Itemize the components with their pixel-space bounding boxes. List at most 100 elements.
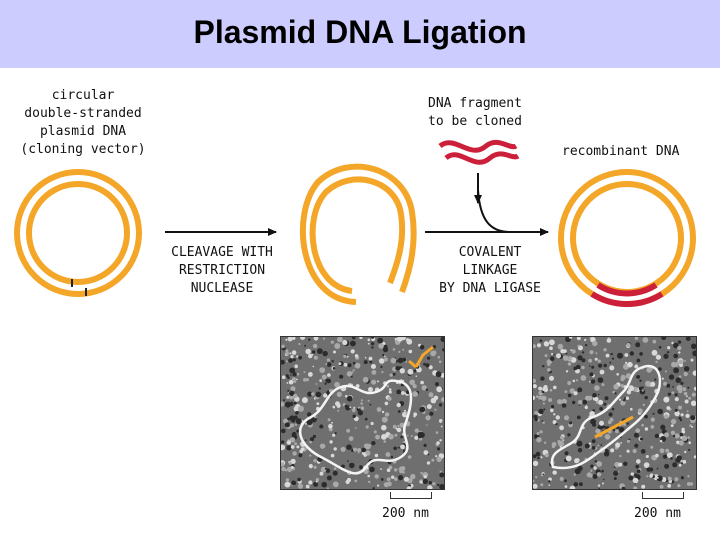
grain [564, 390, 568, 393]
grain [374, 474, 379, 479]
grain [557, 399, 563, 405]
grain [674, 408, 678, 412]
grain [636, 469, 641, 473]
grain [620, 377, 625, 382]
grain [597, 399, 604, 405]
grain [659, 448, 665, 454]
grain [659, 484, 664, 489]
grain [439, 472, 444, 478]
grain [594, 397, 599, 402]
grain [377, 337, 384, 344]
grain [613, 470, 619, 476]
grain [382, 353, 385, 357]
grain [632, 386, 638, 392]
grain [661, 337, 667, 340]
grain [397, 446, 400, 449]
grain [383, 344, 388, 350]
grain [635, 464, 640, 469]
grain [295, 418, 302, 425]
grain [671, 391, 675, 395]
grain [598, 363, 603, 368]
grain [361, 447, 366, 453]
grain [564, 485, 568, 488]
fragment-strand [438, 139, 518, 153]
grain [300, 337, 306, 340]
grain [548, 484, 550, 486]
grain [312, 434, 316, 439]
grain [624, 353, 629, 357]
grain [538, 386, 542, 391]
grain [333, 350, 336, 354]
grain [633, 486, 638, 489]
grain [576, 440, 583, 447]
grain [422, 478, 428, 485]
recombinant-outer-strand [558, 169, 696, 307]
grain [677, 340, 682, 344]
grain [687, 475, 690, 478]
grain [680, 381, 684, 385]
grain [380, 478, 384, 481]
grain [535, 395, 539, 398]
insert-inner-strand [596, 282, 658, 297]
grain [412, 384, 417, 389]
grain [575, 379, 578, 382]
grain [426, 461, 430, 465]
grain [403, 476, 409, 482]
grain [386, 468, 391, 472]
grain [641, 484, 646, 489]
grain [319, 424, 324, 429]
plasmid-molecule [299, 379, 413, 475]
grain [303, 371, 306, 373]
grain [688, 441, 691, 444]
recombinant-plasmid [558, 169, 696, 307]
grain [576, 415, 581, 420]
grain [677, 345, 682, 351]
grain [354, 362, 361, 369]
grain [396, 427, 402, 433]
grain [664, 370, 667, 373]
grain [312, 343, 318, 349]
grain [383, 440, 386, 443]
grain [426, 404, 432, 410]
grain [386, 477, 391, 482]
grain [617, 352, 623, 359]
grain [615, 429, 619, 434]
grain [281, 462, 285, 467]
grain [610, 352, 613, 356]
grain [691, 425, 694, 428]
grain [585, 404, 588, 407]
grain [670, 424, 674, 427]
grain [661, 477, 667, 483]
grain [686, 395, 688, 398]
grain [580, 375, 587, 381]
grain [384, 401, 389, 406]
grain [363, 453, 367, 457]
grain [644, 427, 649, 431]
grain [603, 478, 605, 481]
grain [618, 398, 622, 401]
grain [430, 350, 436, 357]
grain [634, 473, 638, 477]
grain [350, 340, 356, 347]
grain [352, 361, 356, 365]
grain [400, 466, 406, 471]
grain [354, 427, 357, 429]
grain [567, 393, 572, 398]
grain [367, 399, 370, 402]
grain [595, 428, 601, 434]
grain [308, 464, 313, 469]
grain [609, 365, 615, 371]
grain [404, 409, 406, 412]
grain [369, 360, 373, 364]
grain [613, 477, 617, 480]
grain [553, 413, 556, 416]
grain [346, 428, 350, 433]
grain [390, 455, 394, 459]
grain [600, 444, 603, 446]
grain [681, 435, 688, 442]
grain [298, 453, 303, 458]
grain [549, 346, 553, 350]
grain [313, 481, 319, 487]
grain [630, 472, 634, 476]
grain [584, 395, 591, 401]
